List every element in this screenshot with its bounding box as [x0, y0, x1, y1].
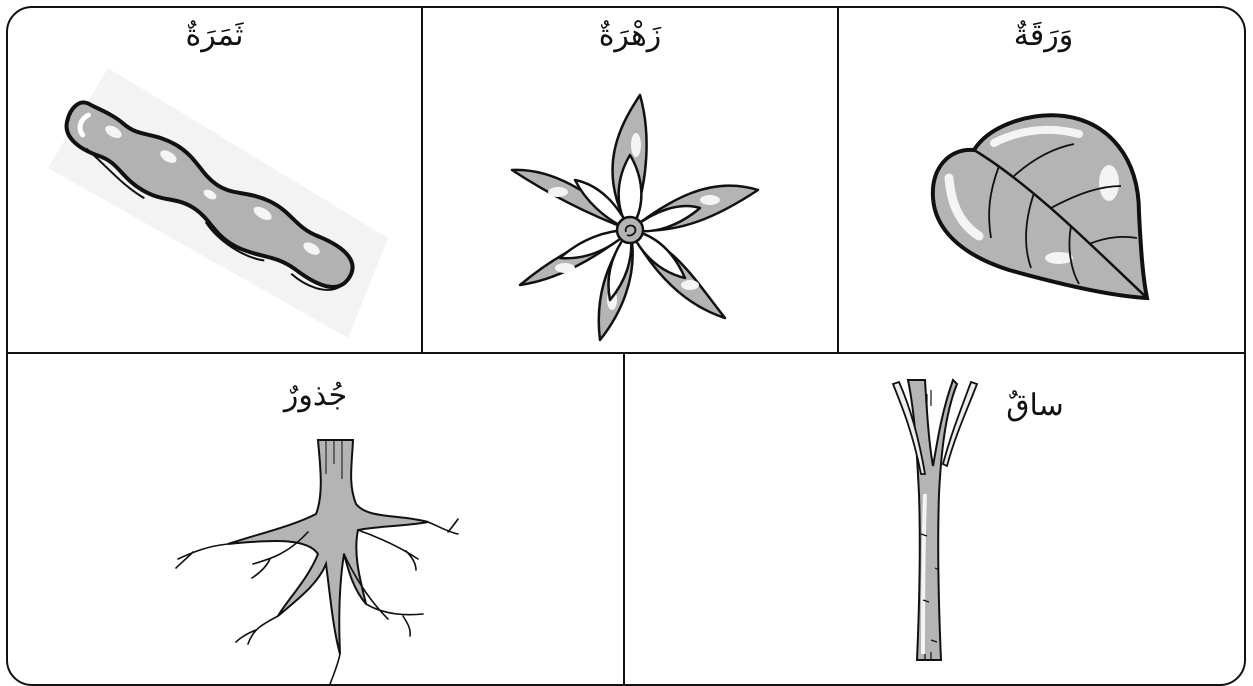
panel-stem: ساقٌ — [625, 354, 1246, 686]
roots-icon — [8, 354, 623, 686]
panel-flower: زَهْرَةٌ — [423, 8, 837, 352]
bean-pod-icon — [8, 8, 421, 352]
worksheet-frame: ثَمَرَةٌ زَهْرَةٌ — [6, 6, 1246, 686]
leaf-icon — [839, 8, 1246, 352]
panel-fruit: ثَمَرَةٌ — [8, 8, 421, 352]
panel-leaf: وَرَقَةٌ — [839, 8, 1246, 352]
stem-icon — [625, 354, 1246, 686]
flower-icon — [423, 8, 837, 352]
panel-roots: جُذورٌ — [8, 354, 623, 686]
